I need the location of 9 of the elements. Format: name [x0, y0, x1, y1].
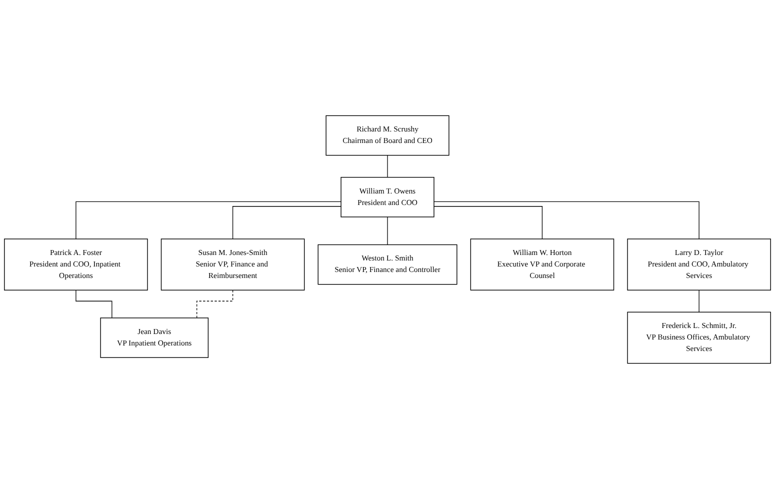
connector: [76, 290, 112, 318]
connector: [387, 216, 388, 246]
connector: [387, 154, 388, 178]
connector: [76, 201, 342, 240]
connector: [196, 290, 234, 318]
connector: [232, 206, 342, 240]
connector: [434, 201, 700, 240]
connector: [698, 290, 700, 312]
connector: [434, 206, 543, 240]
